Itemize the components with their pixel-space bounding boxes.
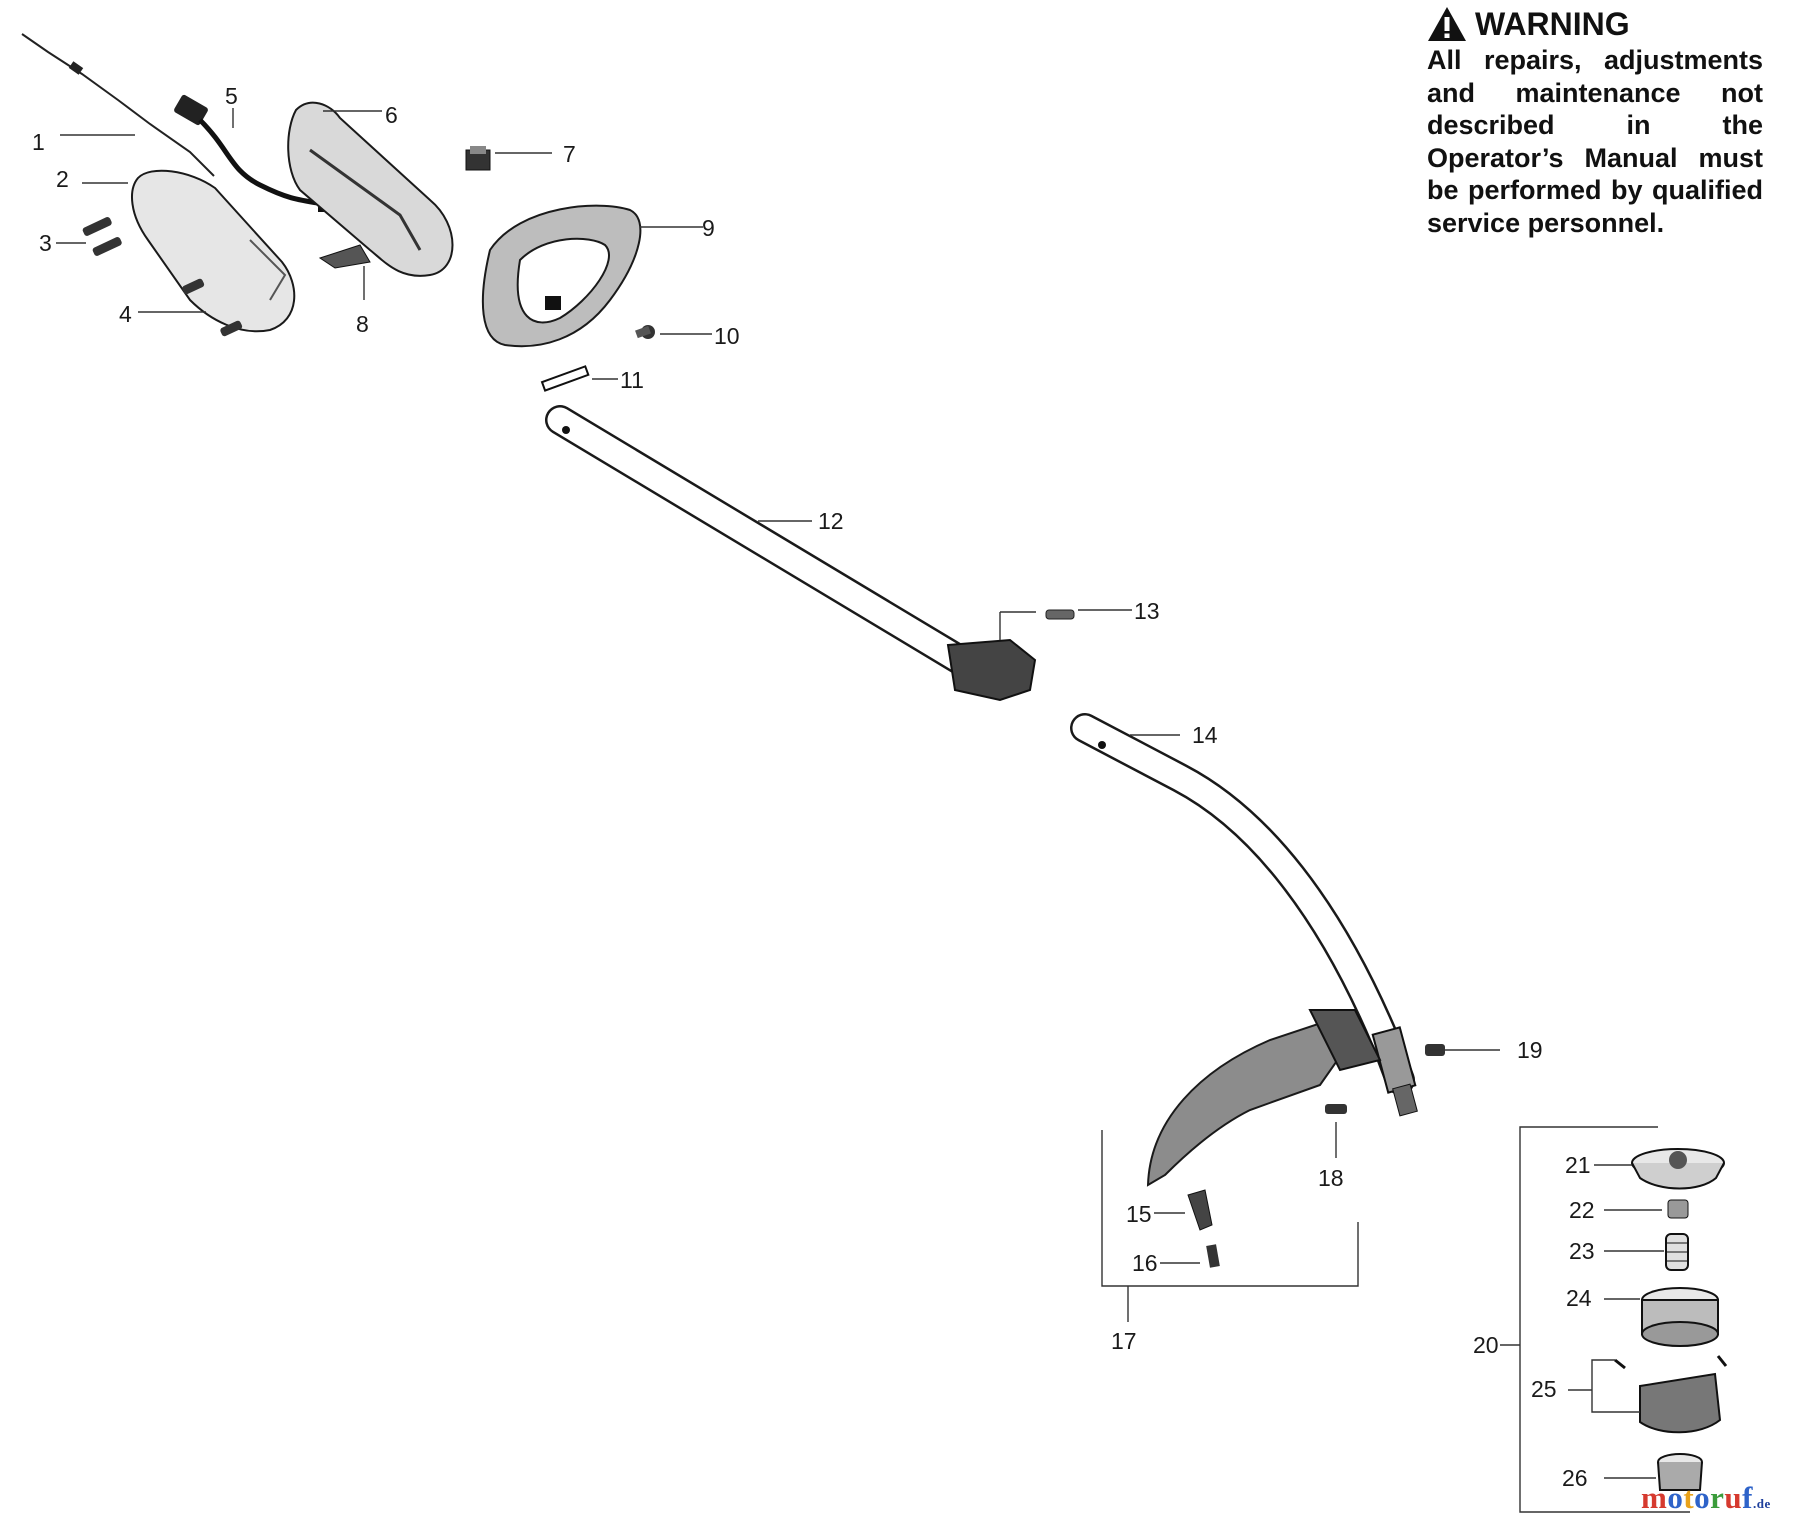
housing [1614, 1355, 1728, 1434]
callout-4: 4 [119, 301, 132, 327]
callout-1: 1 [32, 129, 45, 155]
callout-5: 5 [225, 83, 238, 109]
brand-name: motoruf [1641, 1480, 1753, 1515]
brand-letter: u [1724, 1480, 1743, 1515]
spool-cover [1631, 1148, 1725, 1190]
trigger [318, 244, 371, 269]
callout-20: 20 [1473, 1332, 1499, 1358]
callout-10: 10 [714, 323, 740, 349]
leader-lines [56, 108, 1690, 1513]
brand-letter: m [1641, 1480, 1668, 1515]
brand-letter: o [1694, 1480, 1711, 1515]
callout-14: 14 [1192, 722, 1218, 748]
brand-letter: o [1667, 1480, 1684, 1515]
brand-domain: .de [1753, 1496, 1771, 1511]
callout-7: 7 [563, 141, 576, 167]
knob-screw [635, 325, 655, 339]
brand-letter: r [1710, 1480, 1725, 1515]
warning-body: All repairs, adjustments and maintenance… [1427, 45, 1763, 238]
callout-6: 6 [385, 102, 398, 128]
knob [1657, 1453, 1703, 1491]
spool [1641, 1287, 1719, 1347]
callout-3: 3 [39, 230, 52, 256]
screws-4 [182, 278, 243, 337]
callout-26: 26 [1562, 1465, 1588, 1491]
callout-16: 16 [1132, 1250, 1158, 1276]
warning-triangle-icon [1428, 7, 1466, 41]
eyelet [1667, 1199, 1689, 1219]
callout-13: 13 [1134, 598, 1160, 624]
upper-shaft [545, 405, 1037, 702]
callout-12: 12 [818, 508, 844, 534]
switch [465, 146, 491, 171]
screws-3 [82, 217, 122, 256]
handle-housing-left [131, 169, 296, 333]
callout-22: 22 [1569, 1197, 1595, 1223]
callout-17: 17 [1111, 1328, 1137, 1354]
callout-21: 21 [1565, 1152, 1591, 1178]
brand-letter: f [1742, 1480, 1753, 1515]
cutter-screw [1206, 1244, 1220, 1268]
line-cutter [1187, 1189, 1213, 1231]
lower-shaft [1070, 713, 1418, 1117]
brand-letter: t [1683, 1480, 1695, 1515]
handle-housing-right [287, 101, 454, 277]
callout-numbers: 1 2 3 4 5 6 7 8 9 10 11 12 13 14 15 16 1… [32, 83, 1595, 1491]
shaft-screw [1045, 609, 1075, 620]
warning-notice: WARNING All repairs, adjustments and mai… [1427, 6, 1763, 239]
callout-23: 23 [1569, 1238, 1595, 1264]
callout-11: 11 [620, 367, 644, 393]
callout-18: 18 [1318, 1165, 1344, 1191]
callout-19: 19 [1517, 1037, 1543, 1063]
brand-watermark: motoruf.de [1641, 1480, 1771, 1516]
callout-2: 2 [56, 166, 69, 192]
throttle-cable [21, 33, 215, 177]
callout-15: 15 [1126, 1201, 1152, 1227]
callout-24: 24 [1566, 1285, 1592, 1311]
warning-title: WARNING [1475, 6, 1630, 42]
callout-8: 8 [356, 311, 369, 337]
bolt [540, 365, 590, 392]
callout-25: 25 [1531, 1376, 1557, 1402]
guard [1146, 1009, 1382, 1187]
warning-header: WARNING [1427, 6, 1763, 42]
guard-screw [1325, 1104, 1347, 1114]
assist-handle [481, 204, 642, 348]
spring [1665, 1233, 1689, 1271]
callout-9: 9 [702, 215, 715, 241]
trimmer-head [1614, 1148, 1728, 1491]
